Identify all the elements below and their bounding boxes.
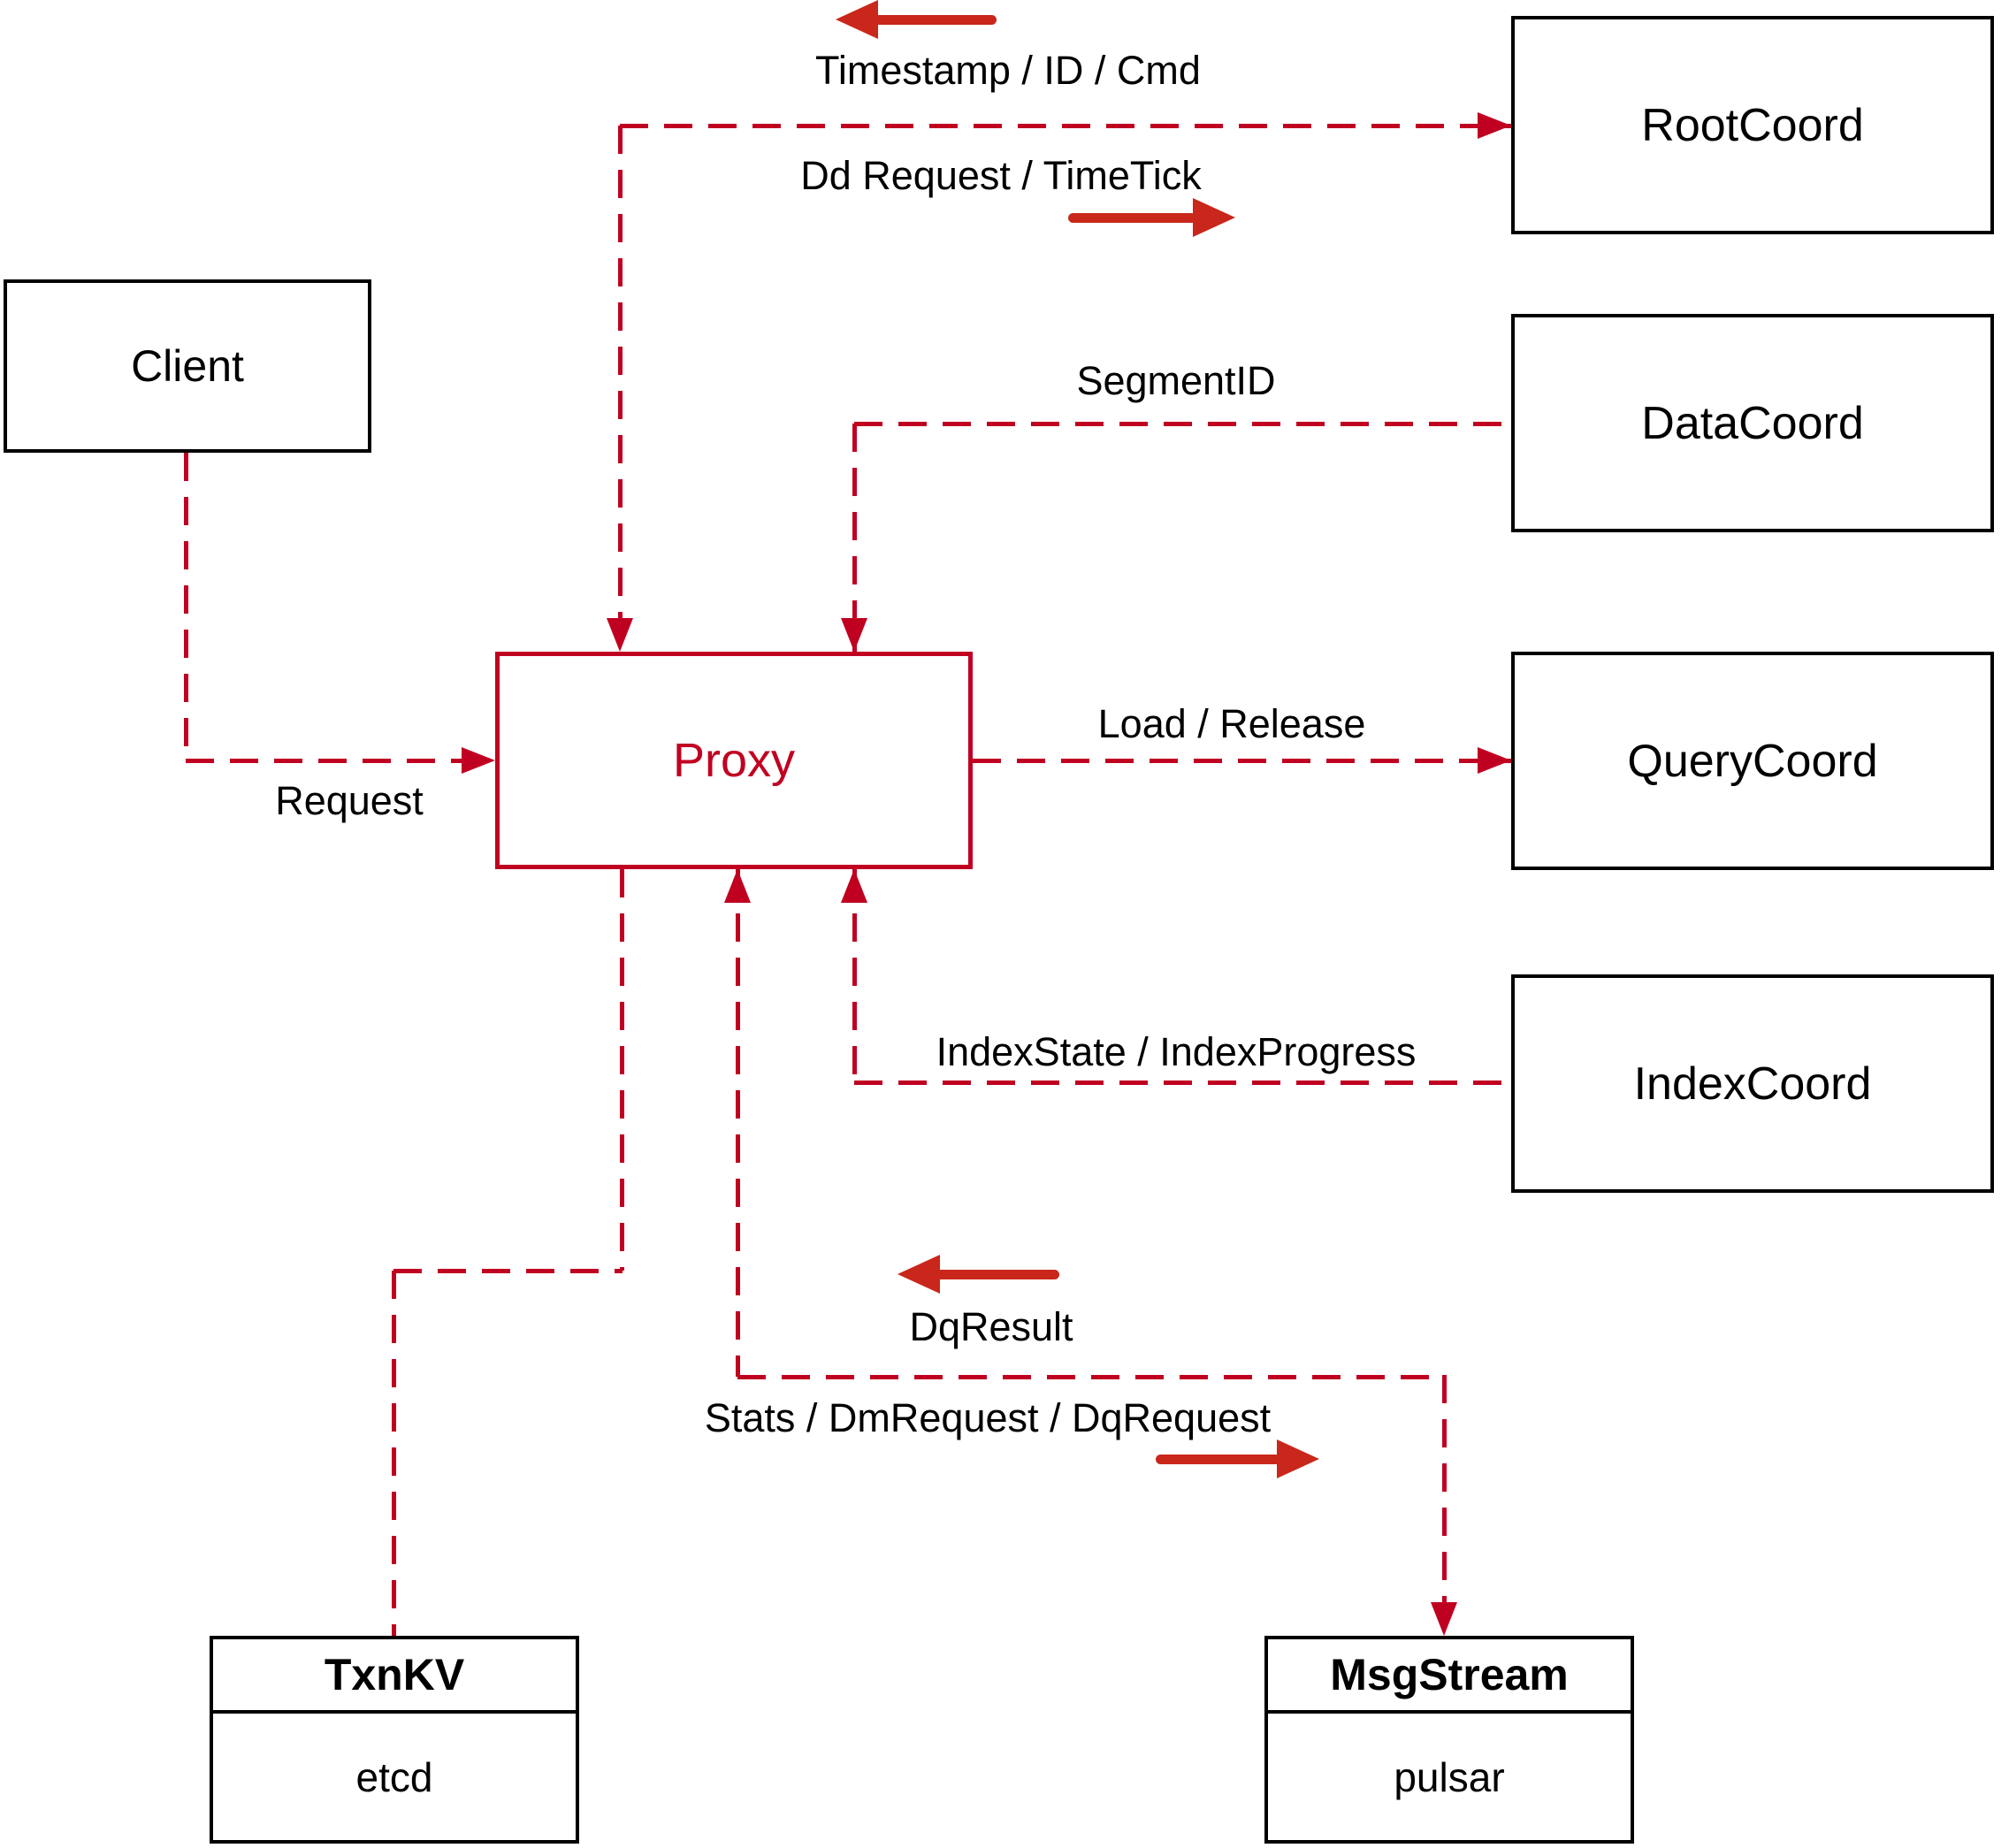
edge-proxy-txnkv-vertical-1 [620, 869, 624, 1271]
node-txnkv-title: TxnKV [213, 1639, 576, 1714]
right-arrow-ddrequest-head-icon [1193, 198, 1235, 237]
edge-proxy-msgstream-horizontal [737, 1375, 1444, 1379]
left-arrow-dqresult-icon [936, 1270, 1059, 1279]
node-rootcoord: RootCoord [1511, 16, 1994, 234]
edge-datacoord-proxy-horizontal [854, 422, 1511, 426]
edge-client-proxy-horizontal [186, 759, 495, 763]
edge-label-stats-dmrequest-dqrequest: Stats / DmRequest / DqRequest [704, 1395, 1272, 1440]
edge-client-proxy-vertical [184, 453, 188, 760]
node-msgstream-subtitle: pulsar [1394, 1753, 1505, 1800]
node-txnkv-subtitle: etcd [355, 1753, 433, 1800]
edge-indexcoord-proxy-horizontal [854, 1081, 1511, 1085]
edge-proxy-msgstream-vertical-1 [736, 869, 740, 1377]
edge-proxy-msgstream-vertical-2 [1442, 1375, 1447, 1636]
node-querycoord: QueryCoord [1511, 652, 1994, 870]
right-arrow-ddrequest-icon [1068, 213, 1196, 223]
edge-proxy-querycoord [973, 759, 1511, 763]
node-proxy: Proxy [495, 652, 973, 869]
arrowhead-into-msgstream-icon [1431, 1602, 1457, 1636]
node-datacoord-label: DataCoord [1641, 397, 1864, 449]
left-arrow-dqresult-head-icon [898, 1255, 940, 1294]
edge-label-indexstate-progress: IndexState / IndexProgress [936, 1029, 1417, 1074]
arrowhead-into-proxy-bottom-right-icon [841, 869, 867, 903]
node-indexcoord-label: IndexCoord [1633, 1058, 1872, 1110]
edge-proxy-rootcoord-horizontal [620, 124, 1511, 128]
node-querycoord-label: QueryCoord [1627, 735, 1878, 787]
edge-label-load-release: Load / Release [1097, 701, 1366, 746]
arrowhead-into-proxy-top-left-icon [607, 618, 633, 652]
edge-proxy-txnkv-horizontal [393, 1269, 623, 1273]
arrowhead-into-proxy-top-right-icon [841, 618, 867, 652]
arrowhead-into-rootcoord-icon [1478, 112, 1511, 139]
node-client: Client [4, 279, 371, 453]
edge-label-dqresult: DqResult [909, 1304, 1073, 1349]
edge-label-request: Request [275, 778, 424, 823]
edge-label-timestamp-id-cmd: Timestamp / ID / Cmd [815, 48, 1201, 93]
arrowhead-into-proxy-left-icon [462, 747, 495, 774]
node-datacoord: DataCoord [1511, 314, 1994, 532]
arrowhead-into-querycoord-icon [1478, 747, 1511, 774]
right-arrow-stats-head-icon [1277, 1439, 1319, 1478]
edge-datacoord-proxy-vertical [852, 424, 857, 652]
node-indexcoord: IndexCoord [1511, 974, 1994, 1193]
edge-label-segmentid: SegmentID [1076, 358, 1276, 403]
node-client-label: Client [131, 341, 244, 391]
node-txnkv: TxnKV etcd [210, 1636, 579, 1844]
right-arrow-stats-icon [1156, 1455, 1280, 1464]
node-msgstream-title: MsgStream [1268, 1639, 1631, 1714]
arrowhead-into-proxy-bottom-left-icon [724, 869, 751, 903]
node-rootcoord-label: RootCoord [1641, 99, 1864, 151]
edge-label-dd-request-timetick: Dd Request / TimeTick [800, 153, 1202, 198]
node-proxy-label: Proxy [672, 734, 796, 787]
left-arrow-timestamp-icon [874, 15, 997, 25]
left-arrow-timestamp-head-icon [836, 0, 878, 39]
edge-indexcoord-proxy-vertical [852, 869, 857, 1082]
edge-proxy-rootcoord-vertical [618, 126, 623, 652]
edge-proxy-txnkv-vertical-2 [392, 1271, 396, 1636]
node-msgstream: MsgStream pulsar [1264, 1636, 1634, 1844]
